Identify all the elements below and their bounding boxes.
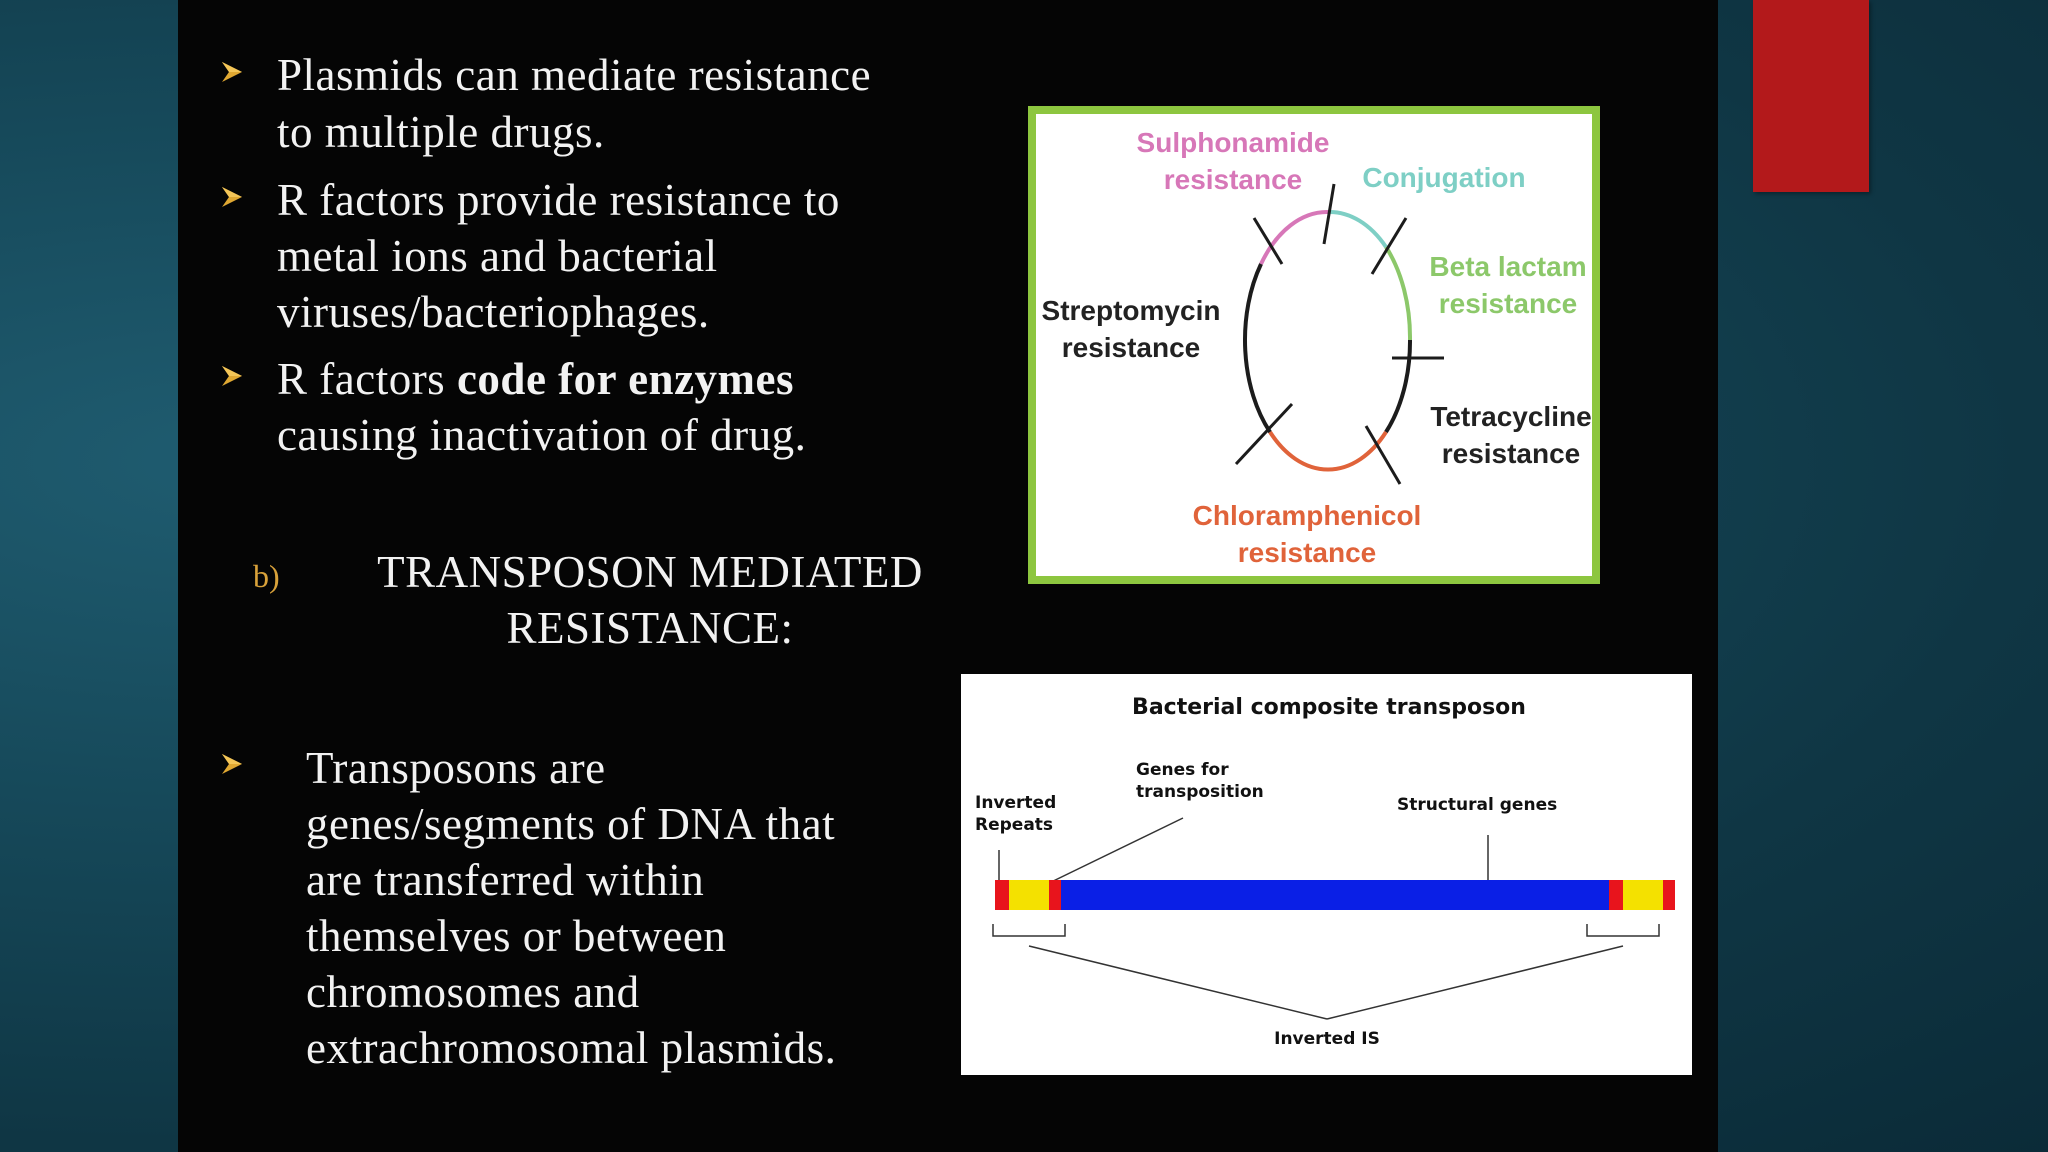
ring-tick xyxy=(1322,183,1336,245)
is-element-right xyxy=(1623,880,1663,910)
bracket-line xyxy=(1028,945,1328,1020)
bullet-line: viruses/bacteriophages. xyxy=(277,287,710,337)
bullet-arrow-icon xyxy=(222,754,242,774)
pointer-line xyxy=(1042,817,1184,887)
label-structural-genes: Structural genes xyxy=(1397,795,1557,815)
bracket-left xyxy=(992,924,1066,937)
dna-repeat-right xyxy=(1609,880,1623,910)
bullet-line: to multiple drugs. xyxy=(277,107,605,157)
label-chloramphenicol-1: Chloramphenicol xyxy=(1193,500,1422,531)
accent-tab xyxy=(1753,0,1869,192)
label-streptomycin-2: resistance xyxy=(1062,332,1201,363)
label-genes-transposition-1: Genes for xyxy=(1136,760,1229,780)
bullet-text: R factors xyxy=(277,354,457,404)
label-tetracycline-2: resistance xyxy=(1442,438,1581,469)
label-chloramphenicol-2: resistance xyxy=(1238,537,1377,568)
label-inverted-is: Inverted IS xyxy=(1274,1029,1380,1049)
bullet-line: Plasmids can mediate resistance xyxy=(277,50,872,100)
label-inverted-repeats-2: Repeats xyxy=(975,815,1053,835)
ring-tick xyxy=(1364,425,1402,485)
bracket-line xyxy=(1326,945,1624,1020)
bullet-line: Transposons are xyxy=(306,743,606,793)
section-heading-line: RESISTANCE: xyxy=(506,603,794,653)
section-heading-line: TRANSPOSON MEDIATED xyxy=(377,547,923,597)
bullet-line: causing inactivation of drug. xyxy=(277,410,807,460)
label-beta-lactam-1: Beta lactam xyxy=(1429,251,1586,282)
ring-arc-tetracycline xyxy=(1384,339,1413,434)
plasmid-diagram-svg: Sulphonamide resistance Conjugation Beta… xyxy=(1042,127,1592,568)
bullet-line: R factors code for enzymes xyxy=(277,351,794,407)
ring-tick xyxy=(1252,217,1284,265)
dna-end-left xyxy=(995,880,1009,910)
plasmid-diagram: Sulphonamide resistance Conjugation Beta… xyxy=(1028,106,1600,584)
dna-end-right xyxy=(1663,880,1675,910)
ring-tick xyxy=(1370,217,1408,275)
is-element-left xyxy=(1009,880,1049,910)
bullet-arrow-icon xyxy=(222,366,242,386)
bullet-line: extrachromosomal plasmids. xyxy=(306,1023,837,1073)
bullet-line: themselves or between xyxy=(306,911,727,961)
label-sulphonamide-1: Sulphonamide xyxy=(1137,127,1330,158)
bullet-arrow-icon xyxy=(222,187,242,207)
label-inverted-repeats-1: Inverted xyxy=(975,793,1056,813)
label-sulphonamide-2: resistance xyxy=(1164,164,1303,195)
label-streptomycin-1: Streptomycin xyxy=(1042,295,1221,326)
section-heading: TRANSPOSON MEDIATED RESISTANCE: xyxy=(330,544,970,656)
label-beta-lactam-2: resistance xyxy=(1439,288,1578,319)
ring-tick xyxy=(1234,402,1294,466)
label-conjugation: Conjugation xyxy=(1362,162,1525,193)
section-marker: b) xyxy=(253,558,280,594)
bullet-line: chromosomes and xyxy=(306,967,640,1017)
bullet-line: metal ions and bacterial xyxy=(277,231,718,281)
bullet-line: genes/segments of DNA that xyxy=(306,799,836,849)
label-genes-transposition-2: transposition xyxy=(1136,782,1264,802)
bullet-bold-text: code for enzymes xyxy=(456,354,795,404)
transposon-diagram-svg: Bacterial composite transposon Inverted … xyxy=(975,695,1675,1049)
ring-arc-beta-lactam xyxy=(1384,245,1413,341)
dna-repeat-left xyxy=(1049,880,1061,910)
bullet-arrow-icon xyxy=(222,62,242,82)
transposon-title: Bacterial composite transposon xyxy=(1132,695,1526,720)
ring-arc-chloramphenicol xyxy=(1268,430,1388,472)
bullet-line: are transferred within xyxy=(306,855,705,905)
ring-arc-sulphonamide xyxy=(1259,209,1329,265)
bracket-right xyxy=(1586,924,1660,937)
bullet-line: R factors provide resistance to xyxy=(277,175,840,225)
ring-arc-streptomycin xyxy=(1242,263,1272,434)
dna-core xyxy=(1061,880,1609,910)
ring-arc-conjugation xyxy=(1327,209,1388,249)
label-tetracycline-1: Tetracycline xyxy=(1430,401,1591,432)
transposon-diagram: Bacterial composite transposon Inverted … xyxy=(961,674,1692,1075)
